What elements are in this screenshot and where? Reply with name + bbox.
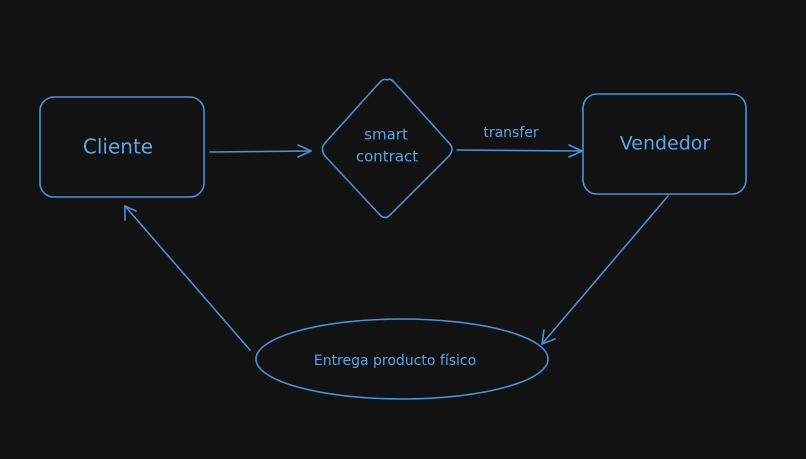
smart-contract-diamond: [321, 78, 453, 219]
vendedor-box: [582, 93, 747, 195]
smart-contract-label-line1: smart: [364, 126, 408, 144]
entrega-label: Entrega producto físico: [314, 353, 476, 369]
arrow-cliente-to-contract[interactable]: [209, 144, 312, 158]
arrowhead-icon: [568, 144, 583, 158]
arrowhead-icon: [541, 329, 556, 345]
entrega-node[interactable]: Entrega producto físico: [255, 318, 549, 400]
arrow-entrega-to-cliente[interactable]: [124, 205, 251, 351]
arrow-line: [124, 205, 251, 351]
transfer-label: transfer: [483, 125, 539, 141]
arrow-line: [209, 150, 312, 153]
vendedor-label: Vendedor: [620, 133, 711, 155]
cliente-node[interactable]: Cliente: [39, 96, 205, 198]
arrowhead-icon: [124, 205, 137, 221]
arrow-vendedor-to-entrega[interactable]: [541, 195, 669, 345]
cliente-label: Cliente: [83, 135, 153, 159]
cliente-box: [39, 96, 205, 198]
arrowhead-icon: [297, 144, 312, 158]
entrega-ellipse: [255, 318, 549, 400]
smart-contract-label-line2: contract: [356, 148, 418, 166]
smart-contract-node[interactable]: smart contract: [321, 78, 453, 219]
vendedor-node[interactable]: Vendedor: [582, 93, 747, 195]
arrow-line: [541, 195, 669, 345]
arrow-contract-to-vendedor[interactable]: transfer: [456, 125, 583, 158]
arrow-line: [456, 149, 583, 152]
